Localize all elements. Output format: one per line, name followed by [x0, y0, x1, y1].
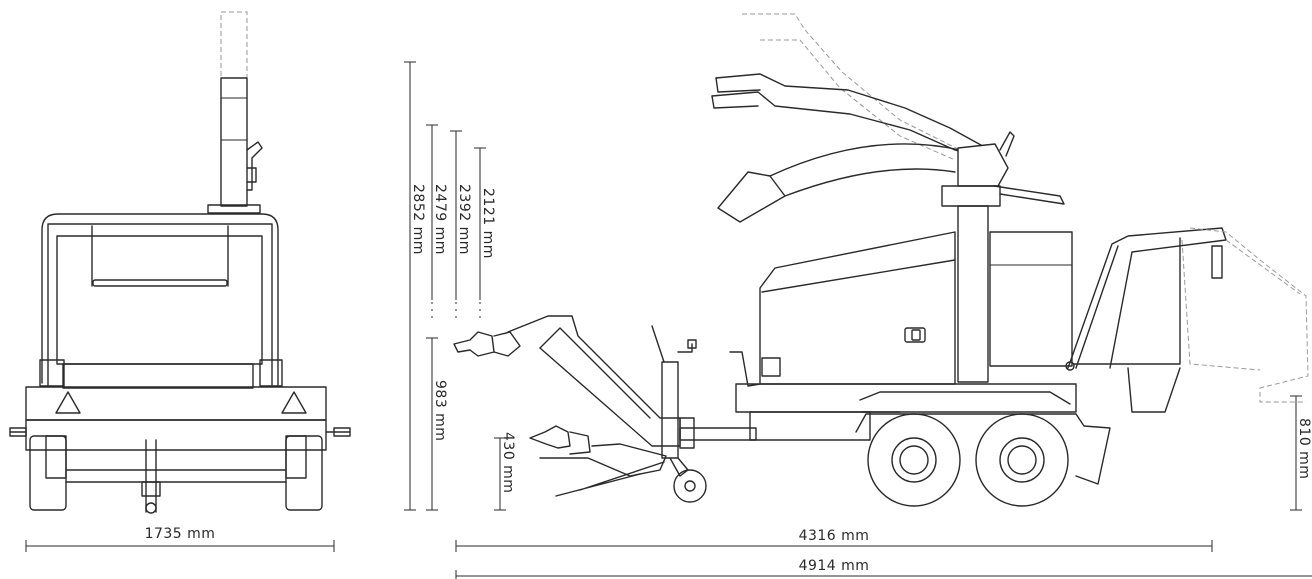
height-983-label: 983 mm [432, 380, 448, 441]
height-2392-label: 2392 mm [456, 184, 472, 255]
front-width-label: 1735 mm [145, 526, 216, 542]
length-dimensions: 4316 mm 4914 mm [455, 528, 1312, 579]
length-4316-label: 4316 mm [799, 528, 870, 544]
front-width-dimension: 1735 mm [25, 526, 335, 552]
length-4914-label: 4914 mm [799, 558, 870, 574]
front-view [9, 11, 351, 514]
side-view: 810 mm [453, 13, 1312, 511]
height-2479-label: 2479 mm [432, 184, 448, 255]
height-total-label: 2852 mm [410, 184, 426, 255]
height-810-label: 810 mm [1296, 418, 1312, 479]
height-2121-label: 2121 mm [480, 188, 496, 259]
height-dimensions: 2852 mm 2479 mm 2392 mm 2121 mm 983 mm 4… [404, 61, 516, 511]
height-430-label: 430 mm [500, 432, 516, 493]
